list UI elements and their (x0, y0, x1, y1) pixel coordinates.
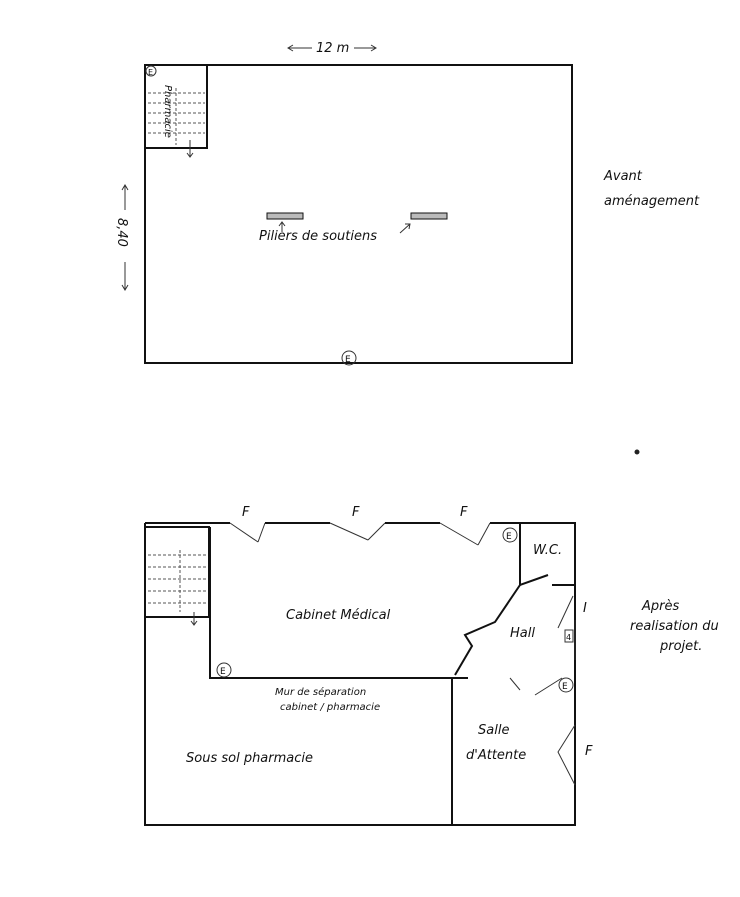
width-dimension: 12 m (287, 41, 377, 56)
window: F (439, 505, 491, 546)
cabinet-wall (209, 527, 468, 679)
arrow-down-icon (186, 140, 194, 158)
hall-door (557, 595, 576, 660)
room-label-sous-sol: Sous sol pharmacie (186, 751, 313, 766)
room-outline-after (144, 522, 576, 826)
window-right (557, 724, 576, 786)
svg-text:E: E (148, 68, 153, 77)
hall-wall (454, 584, 521, 676)
entrance-marker (341, 350, 357, 366)
caption-after-line2: realisation du (630, 619, 719, 634)
room-label-salle-2: d'Attente (466, 748, 526, 763)
plan-after: F F F 4 E (144, 505, 719, 826)
arrow-down-icon (190, 612, 198, 626)
svg-text:F: F (242, 505, 250, 520)
pillar (410, 212, 448, 220)
room-label-wc: W.C. (533, 543, 562, 558)
svg-text:F: F (460, 505, 468, 520)
caption-before-line2: aménagement (604, 194, 700, 209)
entrance-marker (558, 677, 574, 693)
svg-text:E: E (220, 667, 226, 677)
room-label-salle-1: Salle (478, 723, 509, 738)
width-dimension-label: 12 m (316, 41, 349, 56)
room-label-hall: Hall (510, 626, 535, 641)
ink-dot (634, 449, 640, 455)
pillar (266, 212, 304, 220)
svg-text:E: E (562, 682, 568, 692)
wall-label-2: cabinet / pharmacie (280, 702, 380, 713)
svg-text:F: F (352, 505, 360, 520)
entrance-marker (216, 662, 232, 678)
svg-text:E: E (345, 355, 351, 365)
caption-after-line1: Après (641, 599, 679, 614)
room-outline-before (144, 64, 573, 364)
svg-text:4: 4 (566, 633, 571, 642)
caption-before-line1: Avant (603, 169, 643, 184)
stair-label: Pharmacie (162, 85, 173, 138)
staircase-after (144, 526, 210, 626)
room-label-cabinet: Cabinet Médical (286, 608, 391, 623)
salle-door (509, 677, 563, 696)
window: F (329, 505, 386, 541)
pillars-label: Piliers de soutiens (259, 229, 377, 244)
box (564, 629, 574, 643)
window: F (229, 505, 266, 543)
window-label: F (585, 744, 593, 759)
entrance-marker (145, 65, 157, 77)
height-dimension-label: 8,40 (114, 218, 129, 247)
caption-after-line3: projet. (659, 639, 702, 654)
entrance-marker (502, 527, 518, 543)
wall-label-1: Mur de séparation (275, 686, 366, 698)
staircase-before: Pharmacie E (144, 64, 208, 158)
plan-before: 12 m Pharmacie E 8,40 Piliers de soutien… (114, 41, 700, 366)
svg-text:E: E (506, 532, 512, 542)
height-dimension: 8,40 (114, 184, 129, 291)
entrance-i-label: I (583, 601, 587, 616)
